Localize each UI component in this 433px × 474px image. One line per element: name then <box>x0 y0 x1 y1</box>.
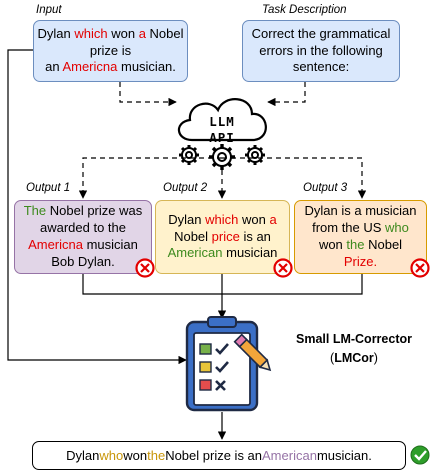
clipboard-checklist-icon <box>185 316 272 412</box>
cloud-icon <box>177 98 267 142</box>
llm-api-label: LLM API <box>209 114 235 145</box>
llm-to-output3-arrow <box>222 157 367 199</box>
output3-box: Dylan is a musician from the US who won … <box>294 200 427 274</box>
result-box: Dylan who won the Nobel prize is an Amer… <box>32 441 406 470</box>
llm-to-outputs-split <box>78 157 222 199</box>
input-box: Dylan which won a Nobel prize is an Amer… <box>33 20 188 82</box>
task-to-llm-arrow <box>267 82 306 107</box>
x-circle-icon <box>273 258 293 278</box>
input-to-llm-arrow <box>119 82 177 107</box>
output2-caption: Output 2 <box>163 182 208 194</box>
x-circle-icon <box>410 258 430 278</box>
corrector-label: Small LM-Corrector (LMCor) <box>296 332 412 365</box>
output3-caption: Output 3 <box>303 182 348 194</box>
task-description-box: Correct the grammatical errors in the fo… <box>242 20 400 82</box>
gear-icon <box>179 144 265 170</box>
input-bypass-arrow <box>7 49 187 365</box>
x-circle-icon <box>135 258 155 278</box>
input-caption: Input <box>36 4 62 16</box>
output1-caption: Output 1 <box>26 182 71 194</box>
task-caption: Task Description <box>262 4 347 16</box>
output1-box: The Nobel prize was awarded to the Ameri… <box>14 200 152 274</box>
check-circle-icon <box>410 445 430 465</box>
output2-box: Dylan which won a Nobel price is an Amer… <box>155 200 290 274</box>
